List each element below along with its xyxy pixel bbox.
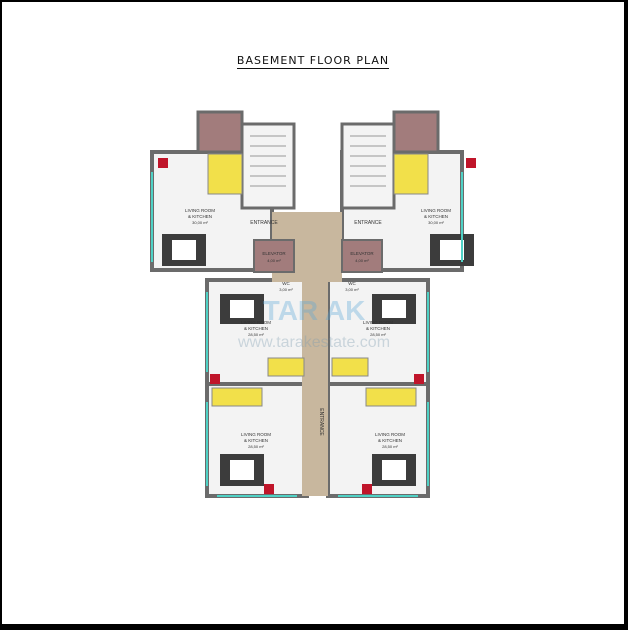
elevator-right-label: ELEVATOR — [350, 251, 374, 256]
entrance-label-vertical: ENTRANCE — [318, 408, 324, 436]
svg-text:LIVING ROOM: LIVING ROOM — [363, 320, 393, 325]
wc-left-label: WC — [282, 281, 290, 286]
svg-text:LIVING ROOM: LIVING ROOM — [241, 432, 271, 437]
wc-left-area: 3,00 m² — [279, 287, 293, 292]
watermark-url: www.tarakestate.com — [237, 334, 390, 351]
wc-right-area: 3,00 m² — [345, 287, 359, 292]
svg-text:LIVING ROOM: LIVING ROOM — [241, 320, 271, 325]
plan-title: BASEMENT FLOOR PLAN — [236, 54, 390, 69]
stair-treads — [250, 135, 386, 187]
svg-text:28,50 m²: 28,50 m² — [248, 332, 264, 337]
svg-text:& KITCHEN: & KITCHEN — [244, 438, 268, 443]
svg-text:28,50 m²: 28,50 m² — [382, 444, 398, 449]
svg-text:28,50 m²: 28,50 m² — [248, 444, 264, 449]
shaft-right — [392, 110, 440, 154]
elevator-left-area: 4,00 m² — [267, 258, 281, 263]
svg-text:& KITCHEN: & KITCHEN — [366, 326, 390, 331]
entrance-label-right: ENTRANCE — [354, 220, 382, 226]
furniture — [162, 234, 474, 486]
svg-text:& KITCHEN: & KITCHEN — [424, 214, 448, 219]
svg-text:30,00 m²: 30,00 m² — [192, 220, 208, 225]
svg-text:& KITCHEN: & KITCHEN — [244, 326, 268, 331]
room-labels: LIVING ROOM & KITCHEN 30,00 m² LIVING RO… — [185, 208, 451, 449]
entrance-label-left: ENTRANCE — [250, 220, 278, 226]
floor-plan-drawing: ENTRANCE ENTRANCE ENTRANCE ELEVATOR 4,00… — [150, 110, 476, 498]
elevator-right-area: 4,00 m² — [355, 258, 369, 263]
shaft-left — [196, 110, 244, 154]
svg-text:LIVING ROOM: LIVING ROOM — [185, 208, 215, 213]
wc-right-label: WC — [348, 281, 356, 286]
elevator-left-label: ELEVATOR — [262, 251, 286, 256]
watermark-brand: TAR AK — [263, 295, 366, 326]
svg-text:28,50 m²: 28,50 m² — [370, 332, 386, 337]
elevator-right — [341, 239, 383, 273]
svg-text:LIVING ROOM: LIVING ROOM — [421, 208, 451, 213]
svg-text:& KITCHEN: & KITCHEN — [378, 438, 402, 443]
svg-text:& KITCHEN: & KITCHEN — [188, 214, 212, 219]
kitchen-hobs — [158, 158, 476, 494]
elevator-left — [253, 239, 295, 273]
floor-plan-sheet: BASEMENT FLOOR PLAN — [2, 2, 624, 624]
stairs — [207, 153, 429, 407]
svg-text:30,00 m²: 30,00 m² — [428, 220, 444, 225]
svg-text:LIVING ROOM: LIVING ROOM — [375, 432, 405, 437]
glass-facade — [151, 172, 463, 497]
